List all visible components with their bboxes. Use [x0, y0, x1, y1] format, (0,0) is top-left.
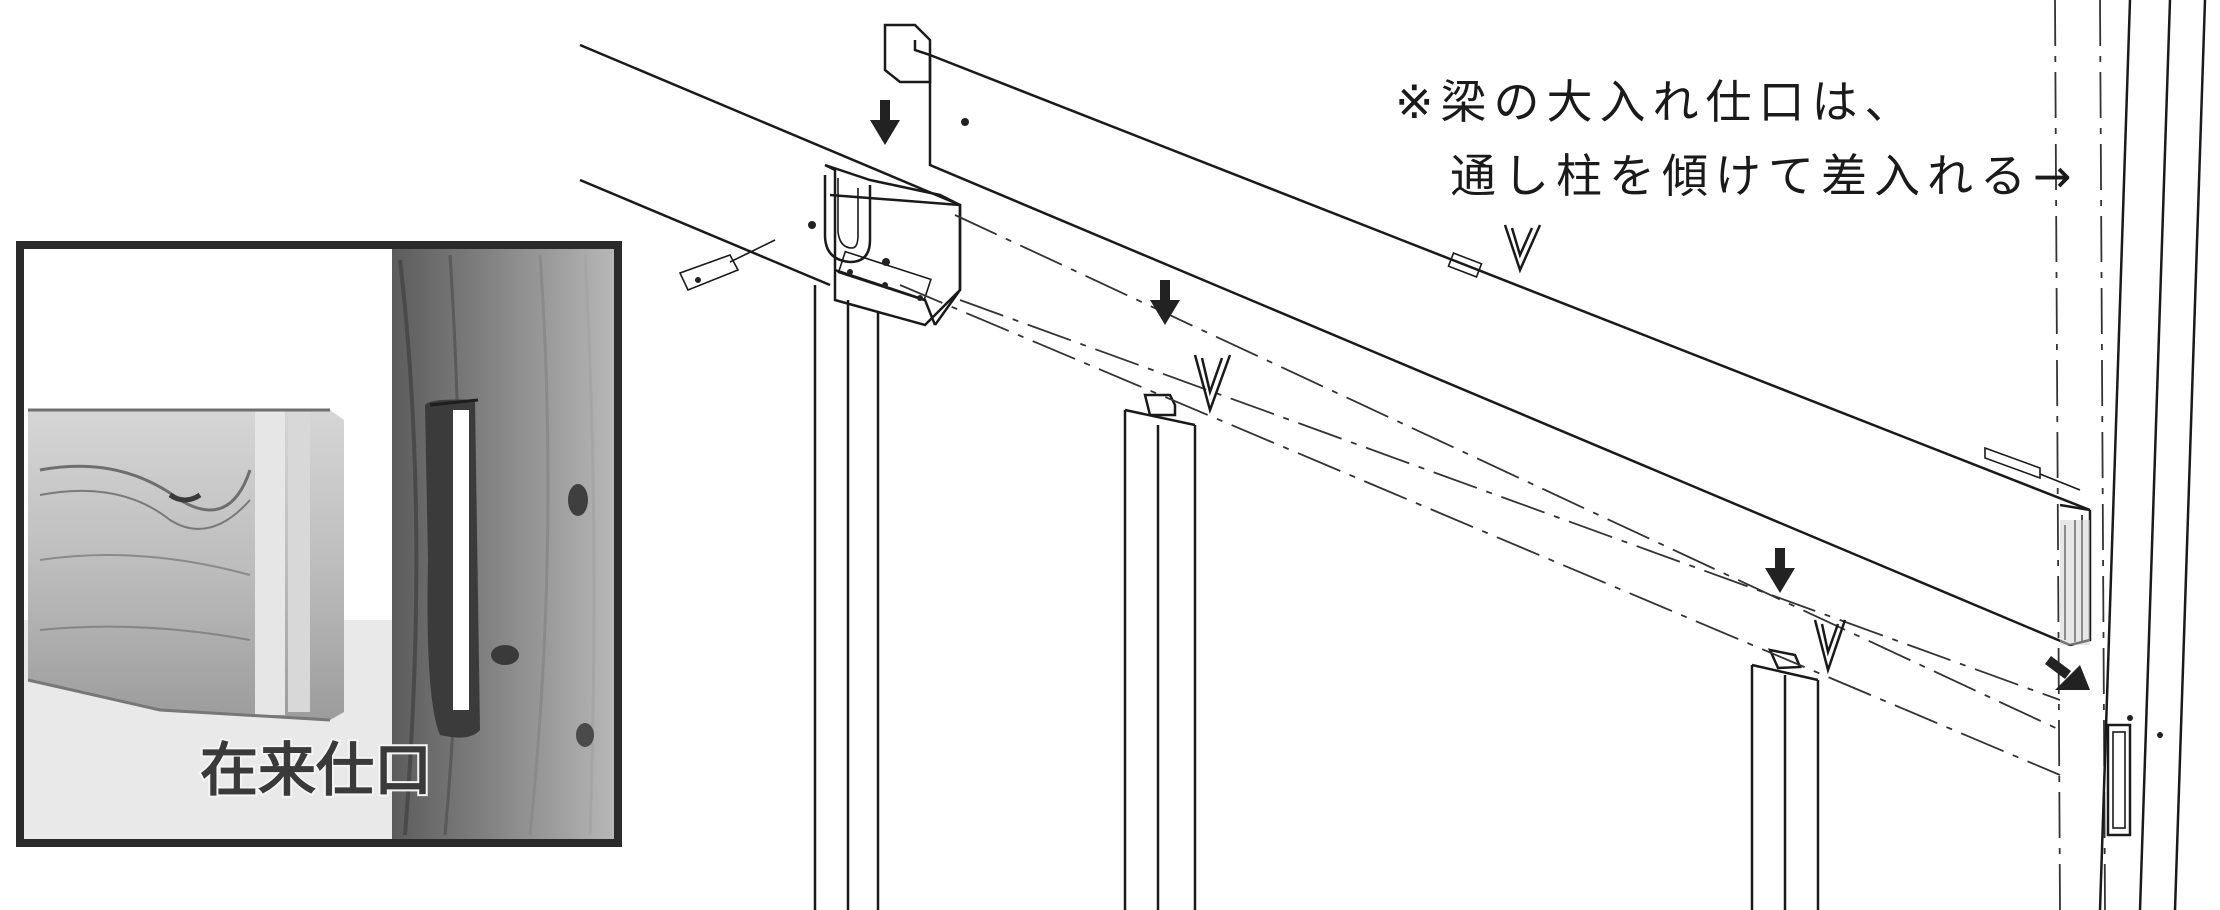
down-arrow-icon: [1150, 280, 1180, 325]
cramp-clip-icon: [823, 175, 872, 264]
pillar-mortise: [2106, 723, 2132, 837]
hardware-strap-icon: [1984, 446, 2081, 491]
note-line-2: 通し柱を傾けて差入れる→: [1450, 149, 2079, 203]
left-post: [813, 285, 880, 910]
left-joint-block: [808, 163, 962, 327]
right-post: [1750, 648, 1820, 910]
down-arrow-icon: [870, 100, 900, 145]
beam-end-photo: [27, 408, 344, 722]
hardware-strap-icon: [678, 239, 776, 292]
guide-lines: [899, 214, 2061, 776]
through-pillar: [2054, 0, 2207, 910]
cramp-clip-icon: [1193, 354, 1232, 415]
down-right-arrow-icon: [2045, 656, 2090, 690]
note-line-1: ※梁の大入れ仕口は、: [1395, 75, 1918, 129]
photo-label: 在来仕口: [200, 736, 432, 804]
joint-photo-inset: 在来仕口: [16, 241, 622, 847]
cramp-clip-icon: [1813, 619, 1847, 675]
lower-beam: [579, 43, 962, 326]
post-photo: [392, 249, 614, 839]
down-arrow-icon: [1765, 548, 1795, 593]
cramp-clip-icon: [1503, 224, 1542, 274]
mortise-slot: [425, 399, 480, 738]
upper-beam: [883, 23, 2092, 647]
middle-post: [1123, 393, 1197, 910]
